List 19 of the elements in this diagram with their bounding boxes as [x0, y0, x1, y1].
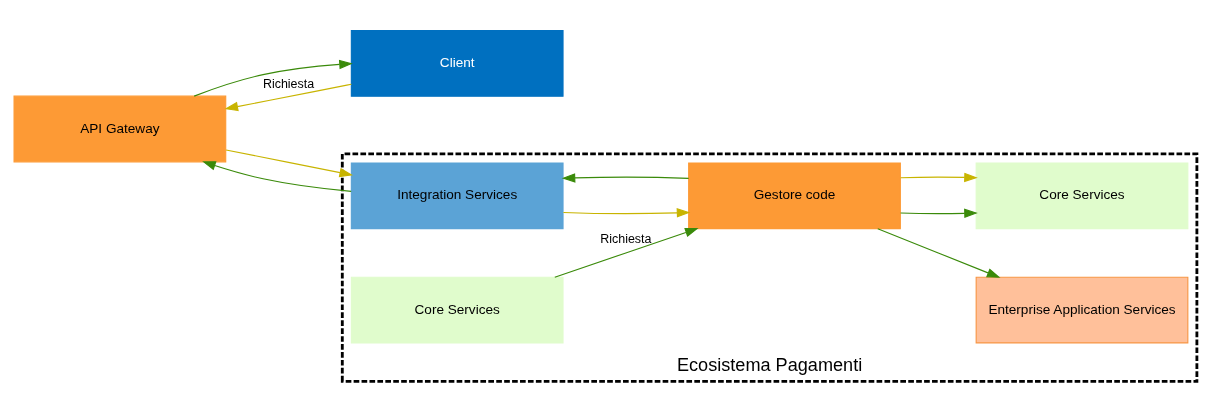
- node-box: Client: [350, 29, 564, 97]
- edge-label: Richiesta: [600, 231, 652, 246]
- arrow: [900, 172, 978, 182]
- arrow: [202, 160, 352, 192]
- node-box: API Gateway: [13, 95, 227, 162]
- node-box: Enterprise Application Services: [975, 276, 1189, 343]
- arrow: [554, 227, 699, 278]
- arrow: [224, 83, 352, 111]
- arrow: [900, 208, 978, 218]
- arrow: [193, 59, 353, 97]
- arrow: [561, 172, 690, 183]
- arrow: [225, 148, 354, 177]
- arrow: [562, 207, 691, 218]
- node-box: Gestore code: [688, 161, 901, 229]
- node-box: Core Services: [975, 161, 1189, 229]
- node-box: Core Services: [350, 276, 564, 343]
- node-box: Integration Services: [350, 161, 564, 229]
- edge-label: Richiesta: [262, 76, 315, 91]
- arrow: [877, 227, 1001, 278]
